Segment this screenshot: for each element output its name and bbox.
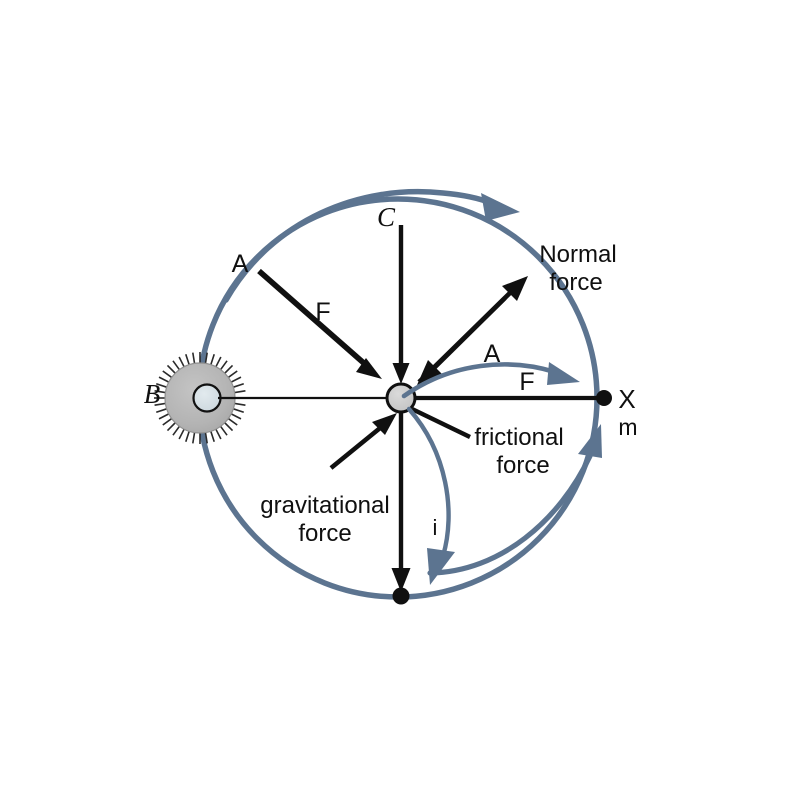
label-gravitational-force-line1: gravitational — [260, 492, 389, 519]
force-arrow-normal-inbound — [417, 296, 507, 385]
label-m: m — [618, 414, 637, 440]
arc-right-upward — [427, 424, 602, 576]
disc-hatching — [154, 352, 246, 444]
arrowhead-arc-middle — [547, 362, 580, 385]
arrowhead-gravitational — [372, 413, 397, 435]
label-normal-force-line2: force — [549, 269, 602, 296]
leader-line-frictional — [411, 407, 471, 439]
label-a-right: A — [484, 340, 501, 368]
arrowhead-arc-current — [427, 548, 455, 585]
node-bottom — [392, 587, 410, 605]
force-arrow-f-left — [257, 268, 382, 379]
arrowhead-normal-inbound — [417, 360, 443, 385]
arrowhead-arc-top — [481, 193, 520, 221]
arc-top-clockwise — [223, 188, 520, 303]
arrowhead-arc-right — [578, 424, 602, 458]
arrowhead-down-to-node — [391, 568, 411, 592]
node-x — [596, 390, 612, 406]
label-x: X — [618, 384, 635, 414]
force-arrow-gravitational — [329, 413, 397, 470]
label-normal-force-line1: Normal — [539, 241, 616, 268]
label-b: B — [144, 379, 161, 409]
label-i: i — [433, 515, 438, 540]
label-f-left: F — [315, 298, 330, 326]
arrowhead-normal — [502, 276, 528, 301]
label-gravitational-force-line2: force — [298, 520, 351, 547]
hatched-disc-b — [154, 352, 246, 444]
label-frictional-force-line1: frictional — [474, 424, 563, 451]
arc-current-i — [406, 406, 455, 585]
vertical-force-line-c — [391, 225, 411, 592]
label-f-right: F — [519, 368, 534, 396]
label-a-left: A — [232, 250, 249, 278]
label-c: C — [377, 202, 396, 232]
arrowhead-f-left — [356, 358, 382, 379]
disc-hub — [192, 383, 222, 413]
arrowhead-down-to-mass — [392, 363, 410, 384]
label-frictional-force-line2: force — [496, 452, 549, 479]
arc-middle-right — [401, 362, 580, 399]
